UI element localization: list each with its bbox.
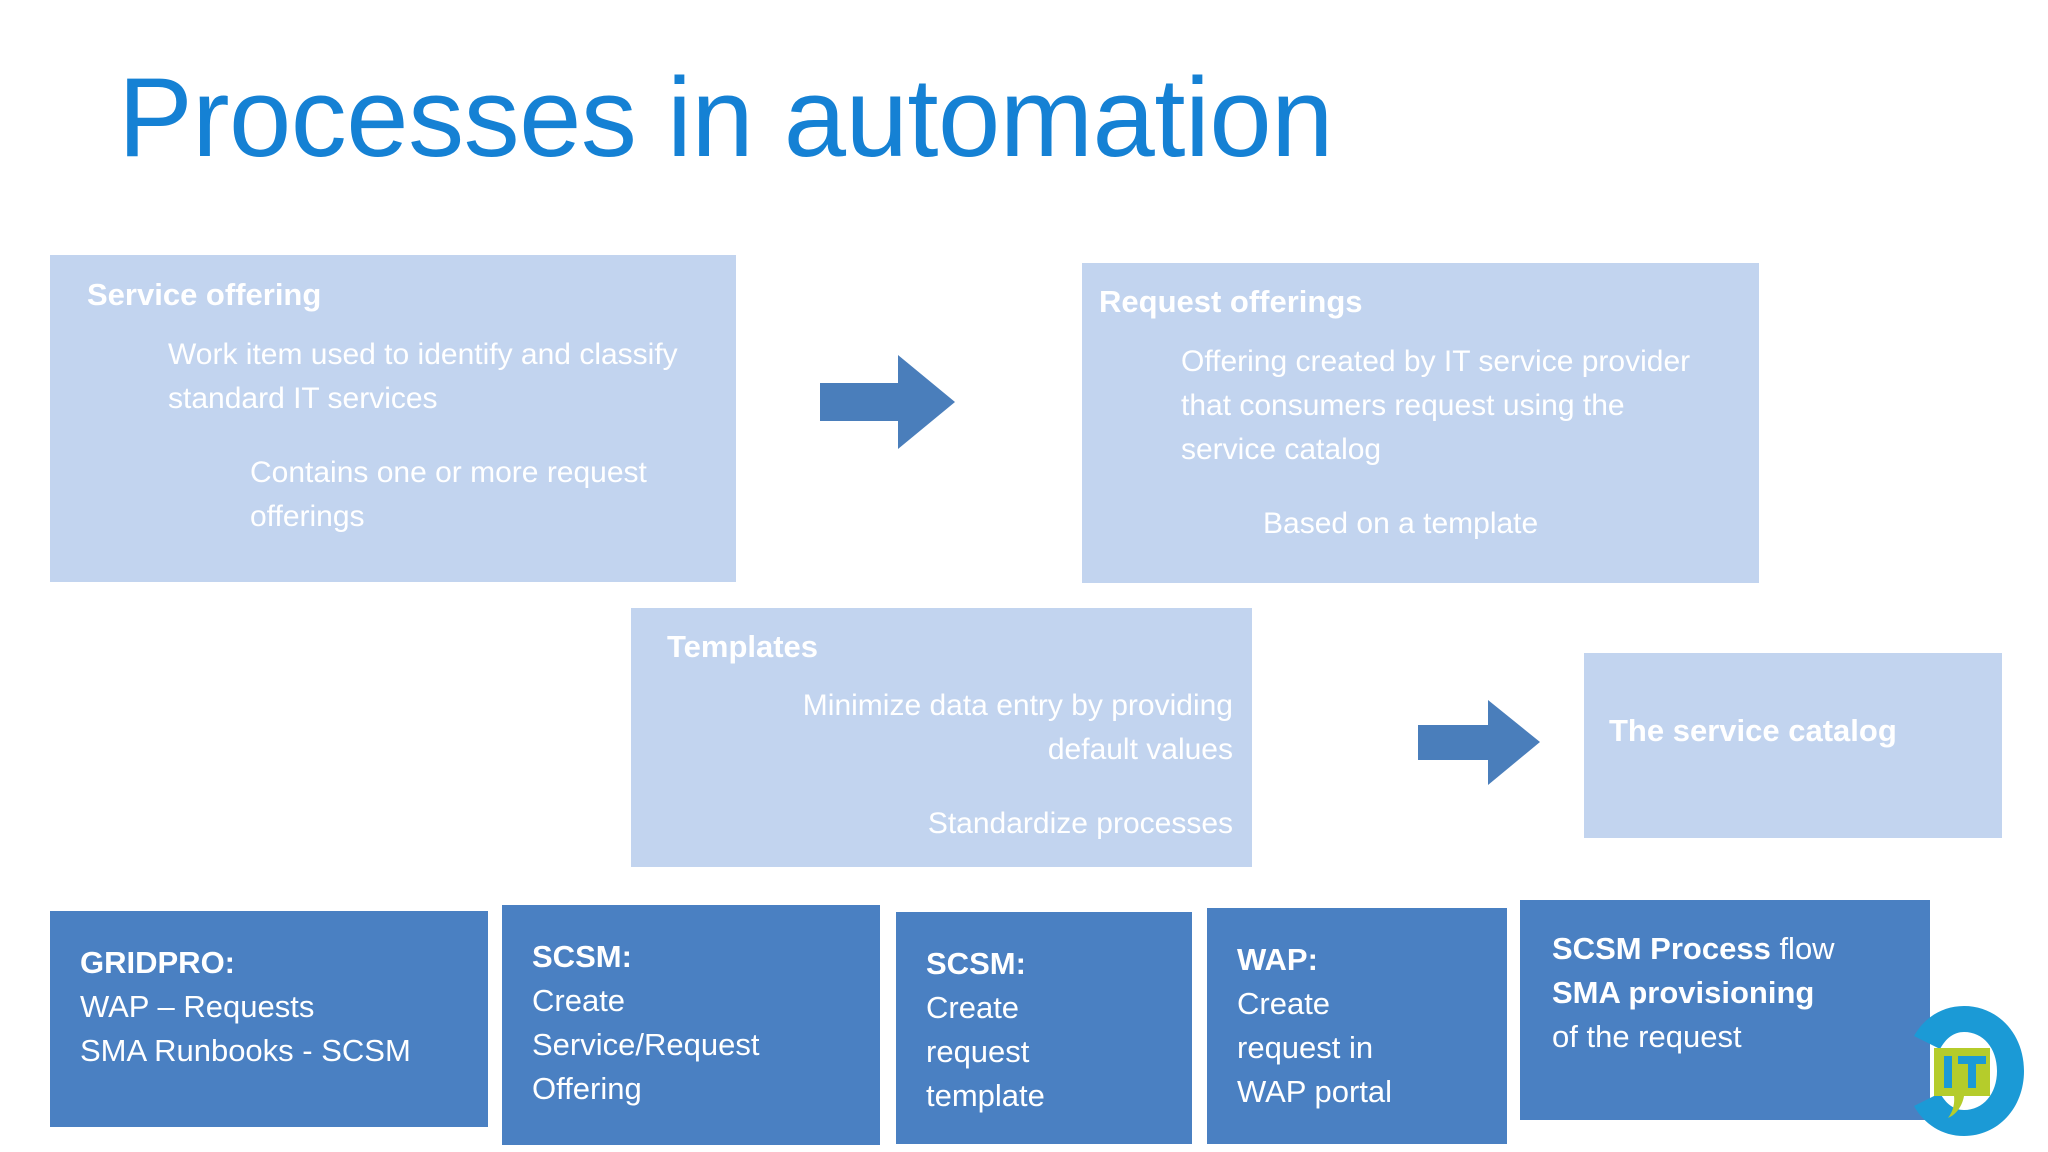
step-heading: WAP: <box>1237 942 1318 977</box>
step-line: WAP – Requests <box>80 989 315 1025</box>
step-box-wap-request: WAP: Create request in WAP portal <box>1207 908 1507 1144</box>
card-title-service-offering: Service offering <box>87 277 322 312</box>
card-paragraph: Based on a template <box>1263 507 1539 541</box>
step-line: WAP portal <box>1237 1074 1393 1110</box>
card-body-service-offering: Work item used to identify and classify … <box>168 333 688 539</box>
card-paragraph: Work item used to identify and classify … <box>168 338 678 416</box>
card-paragraph: Minimize data entry by providing default… <box>802 689 1233 767</box>
step-text: GRIDPRO: WAP – Requests SMA Runbooks - S… <box>80 941 474 1073</box>
card-body-templates: Minimize data entry by providing default… <box>723 684 1233 846</box>
step-text: SCSM Process flow SMA provisioning of th… <box>1552 927 1916 1059</box>
step-line: Offering <box>532 1071 642 1107</box>
step-line-normal: flow <box>1770 931 1835 966</box>
card-title-request-offerings: Request offerings <box>1099 284 1363 319</box>
step-line: Create <box>926 990 1020 1026</box>
step-box-scsm-process-flow: SCSM Process flow SMA provisioning of th… <box>1520 900 1930 1120</box>
step-line-bold: SMA provisioning <box>1552 975 1815 1011</box>
logo-letters <box>1944 1056 1986 1088</box>
card-paragraph: Contains one or more request offerings <box>250 456 647 534</box>
arrow-right-icon <box>820 355 955 449</box>
step-heading: SCSM: <box>532 939 632 974</box>
step-text: SCSM: Create Service/Request Offering <box>532 935 866 1111</box>
card-request-offerings: Request offerings Offering created by IT… <box>1082 263 1759 583</box>
step-line: request <box>926 1034 1030 1070</box>
page-title: Processes in automation <box>118 55 1333 180</box>
it-logo <box>1898 1000 2030 1142</box>
step-box-scsm-offering: SCSM: Create Service/Request Offering <box>502 905 880 1145</box>
step-line: Create <box>1237 986 1331 1022</box>
step-line: Create <box>532 983 626 1019</box>
step-line: SMA Runbooks - SCSM <box>80 1033 411 1069</box>
step-heading: SCSM: <box>926 946 1026 981</box>
step-line: request in <box>1237 1030 1374 1066</box>
card-paragraph: Standardize processes <box>927 807 1233 841</box>
card-body-request-offerings: Offering created by IT service provider … <box>1181 340 1726 546</box>
card-service-catalog: The service catalog <box>1584 653 2002 838</box>
step-box-scsm-template: SCSM: Create request template <box>896 912 1192 1144</box>
card-paragraph: Offering created by IT service provider … <box>1181 345 1691 467</box>
card-service-offering: Service offering Work item used to ident… <box>50 255 736 582</box>
card-templates: Templates Minimize data entry by providi… <box>631 608 1252 867</box>
step-line-bold: SCSM Process <box>1552 931 1771 966</box>
card-title-templates: Templates <box>667 629 819 664</box>
step-text: WAP: Create request in WAP portal <box>1237 938 1493 1114</box>
card-title-service-catalog: The service catalog <box>1609 713 1897 748</box>
arrow-right-icon <box>1418 700 1540 785</box>
step-heading: GRIDPRO: <box>80 945 235 980</box>
step-box-gridpro: GRIDPRO: WAP – Requests SMA Runbooks - S… <box>50 911 488 1127</box>
step-line-normal: of the request <box>1552 1019 1742 1055</box>
step-text: SCSM: Create request template <box>926 942 1178 1118</box>
step-line: template <box>926 1078 1045 1114</box>
step-line: Service/Request <box>532 1027 760 1063</box>
